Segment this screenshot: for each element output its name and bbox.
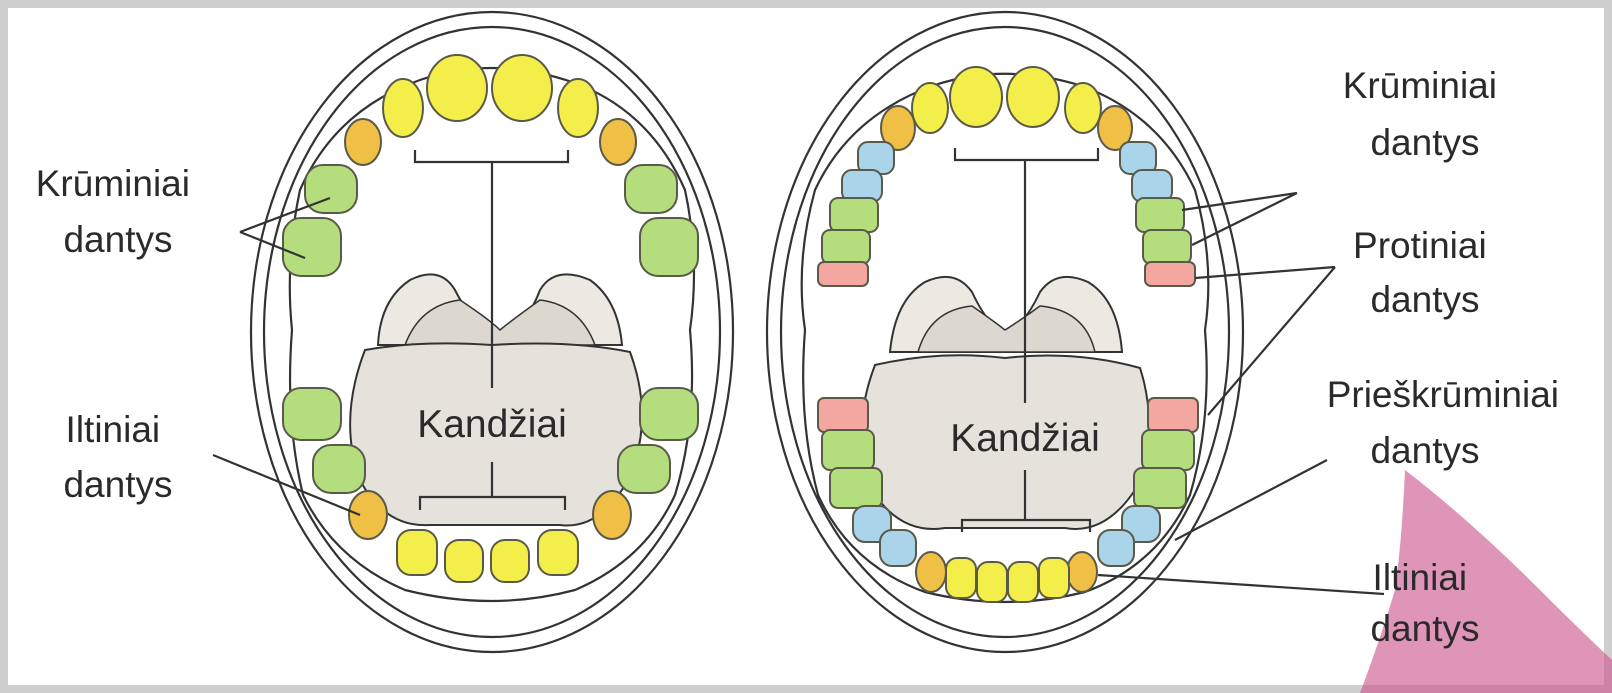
left-upper-incisor-2 (492, 55, 552, 121)
right-upper-incisor-1 (950, 67, 1002, 127)
left-canines-label: Iltiniai dantys (63, 409, 172, 505)
right-lower-premolar-2 (880, 530, 916, 566)
right-upper-wisdom-2 (1145, 262, 1195, 286)
right-upper-molar-3 (1136, 198, 1184, 232)
right-lower-molar-3 (1142, 430, 1194, 470)
right-upper-incisor-2 (1007, 67, 1059, 127)
right-upper-incisor-3 (912, 83, 948, 133)
left-upper-incisor-4 (558, 79, 598, 137)
left-upper-canine-2 (600, 119, 636, 165)
right-wisdom-leader (1195, 267, 1335, 415)
left-lower-molar-4 (618, 445, 670, 493)
right-premolars-leader (1175, 460, 1327, 540)
right-upper-wisdom-1 (818, 262, 868, 286)
right-lower-molar-1 (822, 430, 874, 470)
left-lower-incisor-1 (397, 530, 437, 575)
right-upper-molar-1 (830, 198, 878, 232)
right-upper-incisor-4 (1065, 83, 1101, 133)
left-molars-label: Krūminiai dantys (36, 163, 201, 260)
right-incisors-label: Kandžiai (950, 417, 1100, 460)
right-mouth: Kandžiai (767, 12, 1384, 652)
right-lower-canine-2 (1067, 552, 1097, 592)
right-lower-molar-2 (830, 468, 882, 508)
left-upper-incisor-3 (383, 79, 423, 137)
right-lower-wisdom-2 (1148, 398, 1198, 432)
left-upper-molar-1 (305, 165, 357, 213)
right-upper-molar-4 (1143, 230, 1191, 264)
right-lower-incisor-4 (1039, 558, 1069, 598)
left-lower-canine-2 (593, 491, 631, 539)
left-upper-molar-2 (283, 218, 341, 276)
left-upper-molar-4 (640, 218, 698, 276)
left-upper-canine-1 (345, 119, 381, 165)
right-lower-incisor-1 (946, 558, 976, 598)
left-lower-molar-1 (283, 388, 341, 440)
left-incisors-label: Kandžiai (417, 403, 567, 446)
left-lower-incisor-3 (491, 540, 529, 582)
left-upper-incisor-1 (427, 55, 487, 121)
right-lower-molar-4 (1134, 468, 1186, 508)
left-lower-molar-3 (640, 388, 698, 440)
right-lower-incisor-2 (977, 562, 1007, 602)
right-wisdom-label: Protiniai dantys (1353, 225, 1497, 320)
page-frame (4, 4, 1608, 689)
left-lower-incisor-2 (445, 540, 483, 582)
right-premolars-label: Prieškrūminiai dantys (1327, 374, 1570, 471)
right-molars-label: Krūminiai dantys (1343, 65, 1508, 163)
right-lower-wisdom-1 (818, 398, 868, 432)
left-lower-molar-2 (313, 445, 365, 493)
left-mouth: Kandžiai (213, 12, 733, 652)
right-lower-canine-1 (916, 552, 946, 592)
right-molars-leader (1182, 193, 1297, 245)
right-upper-molar-2 (822, 230, 870, 264)
left-upper-molar-3 (625, 165, 677, 213)
left-lower-incisor-4 (538, 530, 578, 575)
left-lower-canine-1 (349, 491, 387, 539)
right-lower-incisor-3 (1008, 562, 1038, 602)
right-canines-leader (1098, 575, 1384, 594)
right-lower-premolar-4 (1098, 530, 1134, 566)
